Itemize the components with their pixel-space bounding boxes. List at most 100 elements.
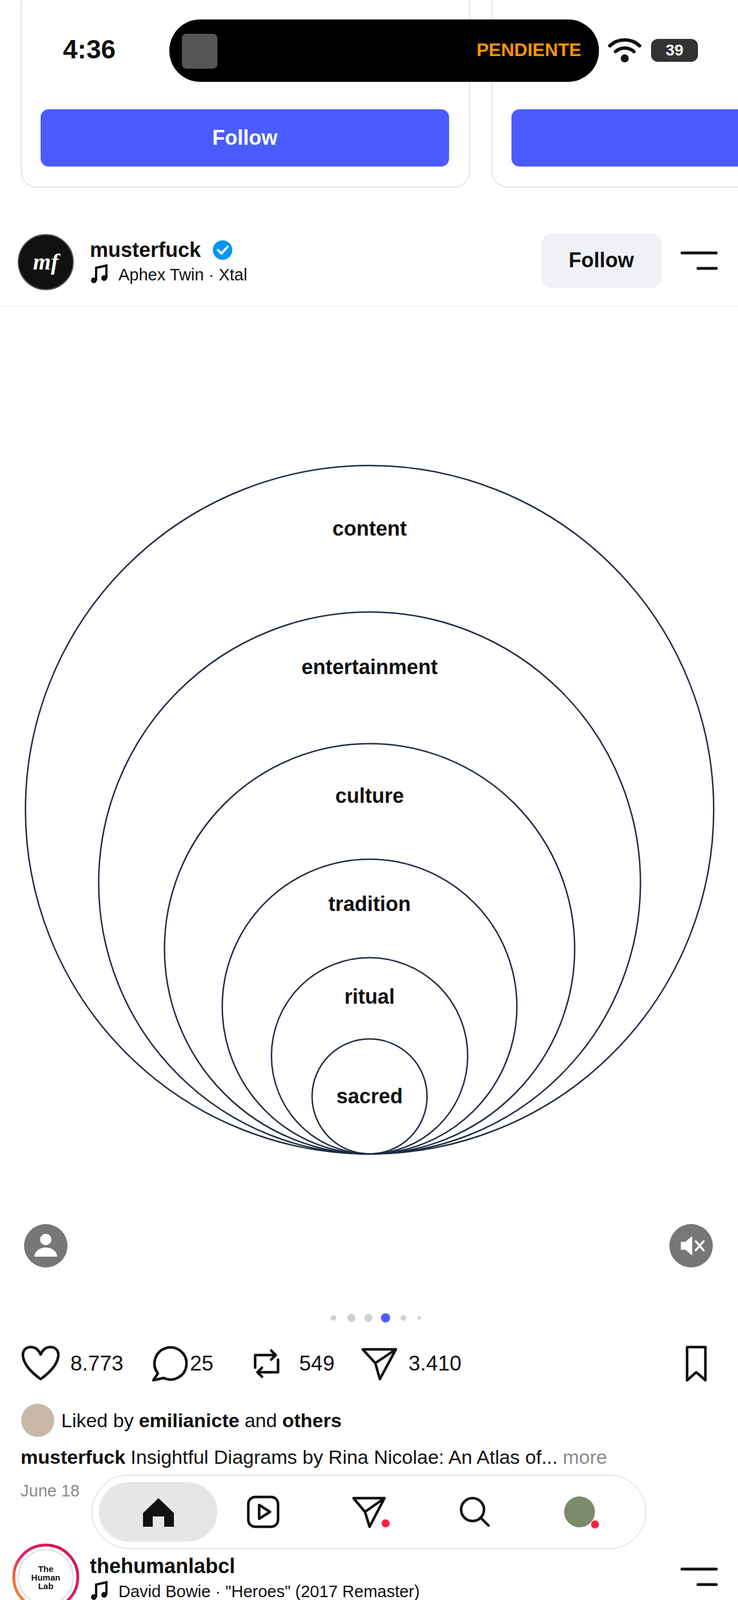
avatar (18, 1549, 74, 1600)
comment-count: 25 (189, 1350, 214, 1376)
label-line: 549 (299, 1350, 335, 1376)
layer-label: ritual (270, 984, 469, 1009)
label-line: 8.773 (70, 1350, 124, 1376)
wifi-icon (609, 40, 640, 61)
caption-text: Insightful Diagrams by Rina Nicolae: An … (130, 1445, 558, 1469)
wifi-arc (615, 48, 634, 52)
like-count: 8.773 (70, 1350, 124, 1376)
likes-text: others (282, 1408, 342, 1432)
activity-status: PENDIENTE (476, 38, 582, 61)
label-line: 39 (665, 40, 684, 61)
circle-outline (97, 610, 642, 1155)
label-line: Follow (568, 247, 634, 273)
label-line: thehumanlabcl (89, 1553, 236, 1578)
username: musterfuck (89, 237, 201, 263)
comment-icon (153, 1347, 187, 1380)
circle-layer: sacred (311, 1037, 428, 1155)
wifi-dot (622, 56, 628, 61)
menu-icon (681, 251, 717, 255)
reels-icon (248, 1496, 279, 1527)
notification-dot (590, 1520, 599, 1529)
layer-label: entertainment (97, 655, 642, 680)
wifi-arc (609, 40, 640, 46)
username: musterfuck (20, 1445, 126, 1469)
layer-label: content (24, 516, 715, 541)
mute-cross (695, 1240, 704, 1251)
label-line: musterfuckInsightful Diagrams by Rina Ni… (20, 1445, 607, 1469)
button-label: Follow (568, 247, 634, 273)
label-line: musterfuck (89, 237, 201, 263)
circle-outline (25, 465, 714, 1154)
likes-text: and (244, 1408, 277, 1432)
label-line: 4:36 (62, 33, 116, 66)
search-handle (481, 1517, 489, 1526)
circle-layer: culturetraditionritualsacred (163, 742, 576, 1155)
circle-outline (24, 464, 715, 1155)
menu-icon (681, 1567, 717, 1571)
follow-button (40, 109, 450, 167)
share-icon (362, 1348, 396, 1379)
follow-button (511, 109, 738, 167)
mute-button (669, 1223, 713, 1268)
music-note-stem (96, 1581, 107, 1597)
menu-icon (697, 267, 717, 271)
avatar-logo: mf (33, 248, 59, 276)
button-label: Follow (212, 125, 278, 150)
post-date: June 18 (20, 1480, 80, 1501)
label-line: Aphex Twin · Xtal (118, 264, 248, 285)
home-icon (143, 1497, 174, 1527)
music-note-head (90, 1593, 97, 1600)
circle-outline (98, 612, 641, 1154)
liker-avatar (21, 1403, 55, 1437)
avatar (18, 234, 74, 290)
circle-layer: contententertainmentculturetraditionritu… (24, 464, 715, 1155)
label-line: PENDIENTE (476, 38, 582, 61)
carousel-dot (330, 1314, 337, 1321)
music-note-stem (96, 265, 107, 281)
verified-check (217, 246, 228, 254)
carousel-dot (417, 1315, 422, 1320)
repost-icon (255, 1350, 279, 1377)
nav-highlight (98, 1481, 218, 1542)
music-note (90, 265, 107, 284)
status-time: 4:36 (62, 33, 116, 66)
battery-icon (651, 38, 698, 62)
label-line: The Human Lab (27, 1564, 65, 1590)
follow-button (541, 233, 662, 288)
layer-label: culture (163, 783, 576, 808)
story-ring (13, 1544, 78, 1600)
like-icon (22, 1346, 59, 1379)
tag-button (24, 1223, 68, 1268)
avatar-logo: The Human Lab (27, 1564, 65, 1590)
label-line: 3.410 (408, 1350, 462, 1376)
notification-dot (381, 1518, 390, 1527)
carousel-dot (364, 1313, 373, 1322)
music-note-head (101, 275, 107, 281)
reels-play (259, 1504, 271, 1519)
island-thumbnail (181, 33, 218, 69)
nav-bar (92, 1474, 646, 1549)
bookmark-icon (687, 1346, 706, 1380)
music-track: Aphex Twin · Xtal (118, 264, 248, 285)
music-note (90, 1581, 107, 1600)
layer-label: sacred (311, 1084, 428, 1109)
label-line: June 18 (20, 1480, 80, 1501)
person-icon (40, 1233, 52, 1245)
carousel-dot (400, 1314, 407, 1321)
share-count: 3.410 (408, 1350, 462, 1376)
username: emilianicte (139, 1408, 240, 1432)
label-line: Liked byemilianicteandothers (61, 1408, 342, 1432)
repost-count: 549 (299, 1350, 335, 1376)
dynamic-island (169, 19, 599, 82)
music-track: David Bowie · "Heroes" (2017 Remaster) (118, 1581, 420, 1600)
carousel-dot (381, 1312, 391, 1323)
verified-badge (212, 240, 233, 260)
menu-icon (697, 1582, 717, 1586)
carousel-dot (347, 1313, 356, 1322)
label-line: mf (33, 248, 59, 276)
circle-layer: ritual sacred (270, 956, 469, 1155)
separator (0, 305, 738, 307)
battery-level: 39 (665, 40, 684, 61)
username: thehumanlabcl (89, 1553, 236, 1578)
